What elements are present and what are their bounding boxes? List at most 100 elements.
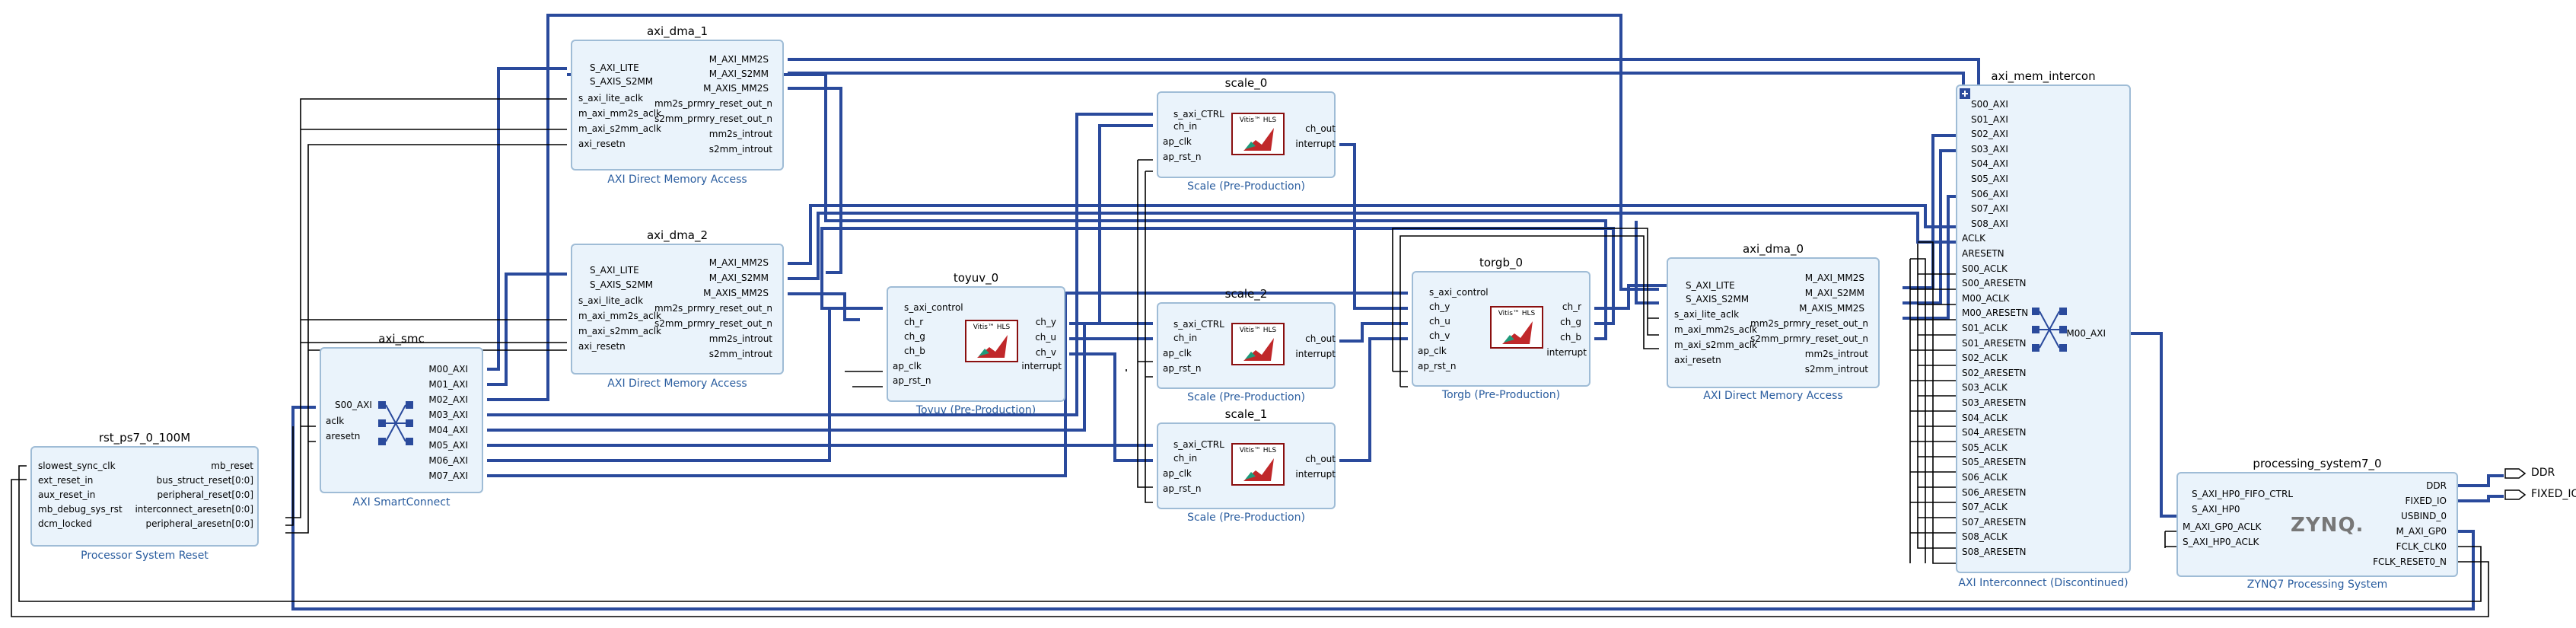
port-out[interactable]: USBIND_0 <box>2400 511 2447 521</box>
port-out[interactable]: mm2s_introut <box>1804 349 1868 359</box>
port-in[interactable]: aresetn <box>326 431 361 442</box>
port-in[interactable]: ch_g <box>904 331 925 342</box>
port-out[interactable]: bus_struct_reset[0:0] <box>156 475 253 486</box>
port-out[interactable]: interconnect_aresetn[0:0] <box>135 504 253 515</box>
port-in[interactable]: axi_resetn <box>578 341 626 352</box>
expand-icon[interactable] <box>1959 88 1971 100</box>
port-in[interactable]: m_axi_s2mm_aclk <box>578 123 661 134</box>
port-in[interactable]: s_axi_CTRL <box>1173 109 1224 120</box>
port-in[interactable]: S02_AXI <box>1971 129 2008 140</box>
port-in[interactable]: ch_in <box>1173 453 1198 464</box>
port-in[interactable]: S00_AXI <box>1971 99 2008 110</box>
port-out[interactable]: s2mm_introut <box>708 349 772 359</box>
port-in[interactable]: S08_ARESETN <box>1962 547 2027 557</box>
port-in[interactable]: S_AXI_LITE <box>590 265 639 276</box>
port-in[interactable]: S01_AXI <box>1971 113 2008 125</box>
port-in[interactable]: m_axi_s2mm_aclk <box>578 326 661 336</box>
port-in[interactable]: S04_AXI <box>1971 158 2008 170</box>
port-out[interactable]: ch_b <box>1560 332 1581 343</box>
port-in[interactable]: s_axi_lite_aclk <box>578 93 644 104</box>
port-in[interactable]: slowest_sync_clk <box>38 461 116 471</box>
port-in[interactable]: aux_reset_in <box>38 489 96 500</box>
port-out[interactable]: FCLK_CLK0 <box>2396 541 2447 552</box>
port-out[interactable]: s2mm_introut <box>708 144 772 155</box>
port-in[interactable]: ext_reset_in <box>38 475 94 486</box>
port-in[interactable]: S00_AXI <box>335 400 372 410</box>
port-out[interactable]: M05_AXI <box>428 440 468 451</box>
port-in[interactable]: s_axi_CTRL <box>1173 439 1224 450</box>
port-out[interactable]: interrupt <box>1295 349 1336 359</box>
port-in[interactable]: ch_y <box>1429 301 1450 312</box>
port-out[interactable]: M_AXIS_MM2S <box>703 83 769 94</box>
port-in[interactable]: S05_AXI <box>1971 174 2008 184</box>
port-in[interactable]: ap_rst_n <box>1418 361 1457 371</box>
port-in[interactable]: S02_ACLK <box>1962 352 2008 364</box>
port-in[interactable]: S08_AXI <box>1971 218 2008 229</box>
port-in[interactable]: ap_clk <box>1418 346 1447 356</box>
port-out[interactable]: ch_g <box>1560 317 1581 327</box>
port-in[interactable]: s_axi_control <box>904 302 963 313</box>
port-in[interactable]: S07_ACLK <box>1962 502 2008 513</box>
port-out[interactable]: M06_AXI <box>428 455 468 466</box>
port-in[interactable]: S06_ARESETN <box>1962 486 2027 498</box>
port-in[interactable]: S_AXIS_S2MM <box>590 76 654 87</box>
port-in[interactable]: ch_b <box>904 346 925 356</box>
port-in[interactable]: ap_rst_n <box>1163 483 1202 494</box>
port-in[interactable]: S02_ARESETN <box>1962 367 2027 378</box>
port-out[interactable]: M_AXIS_MM2S <box>1799 303 1864 314</box>
port-in[interactable]: ch_in <box>1173 333 1198 343</box>
port-in[interactable]: S_AXIS_S2MM <box>590 279 654 290</box>
port-in[interactable]: M00_ACLK <box>1962 292 2010 304</box>
port-in[interactable]: s_axi_lite_aclk <box>578 295 644 306</box>
port-out[interactable]: mm2s_prmry_reset_out_n <box>1750 318 1868 329</box>
port-in[interactable]: ap_rst_n <box>1163 363 1202 374</box>
port-in[interactable]: ap_clk <box>1163 348 1192 359</box>
port-in[interactable]: S00_ACLK <box>1962 263 2008 274</box>
port-in[interactable]: S03_ARESETN <box>1962 397 2027 408</box>
port-in[interactable]: S03_ACLK <box>1962 382 2008 394</box>
port-out[interactable]: M03_AXI <box>428 410 468 420</box>
port-in[interactable]: m_axi_mm2s_aclk <box>1674 324 1757 335</box>
port-in[interactable]: ap_rst_n <box>1163 151 1202 162</box>
port-in[interactable]: M_AXI_GP0_ACLK <box>2183 521 2262 532</box>
external-port-arrow-icon[interactable] <box>2504 489 2527 501</box>
port-out[interactable]: mm2s_introut <box>708 129 772 139</box>
port-out[interactable]: M00_AXI <box>428 364 468 375</box>
port-in[interactable]: S01_ACLK <box>1962 323 2008 333</box>
port-out[interactable]: M_AXIS_MM2S <box>703 288 769 298</box>
port-out[interactable]: interrupt <box>1295 469 1336 480</box>
port-out[interactable]: mm2s_prmry_reset_out_n <box>654 98 772 109</box>
port-in[interactable]: s_axi_CTRL <box>1173 319 1224 330</box>
port-in[interactable]: m_axi_s2mm_aclk <box>1674 340 1757 350</box>
port-out[interactable]: FCLK_RESET0_N <box>2373 556 2447 567</box>
port-out[interactable]: FIXED_IO <box>2405 496 2447 506</box>
port-out[interactable]: peripheral_aresetn[0:0] <box>145 518 253 529</box>
port-in[interactable]: S05_ARESETN <box>1962 457 2027 468</box>
port-out[interactable]: M02_AXI <box>428 394 468 405</box>
port-out[interactable]: interrupt <box>1295 139 1336 149</box>
port-in[interactable]: m_axi_mm2s_aclk <box>578 108 661 119</box>
port-out[interactable]: M_AXI_MM2S <box>708 54 769 65</box>
port-in[interactable]: mb_debug_sys_rst <box>38 504 123 515</box>
port-in[interactable]: s_axi_control <box>1429 287 1489 298</box>
port-in[interactable]: S_AXI_LITE <box>590 62 639 73</box>
port-out[interactable]: s2mm_prmry_reset_out_n <box>654 318 772 329</box>
port-out[interactable]: ch_r <box>1562 301 1581 312</box>
port-out[interactable]: ch_out <box>1305 123 1336 134</box>
port-out[interactable]: mb_reset <box>211 461 253 471</box>
port-out[interactable]: M00_AXI <box>2066 328 2106 339</box>
port-out[interactable]: mm2s_prmry_reset_out_n <box>654 303 772 314</box>
port-in[interactable]: axi_resetn <box>1674 355 1721 365</box>
block-body[interactable] <box>1667 257 1880 388</box>
port-in[interactable]: M00_ARESETN <box>1962 308 2029 319</box>
port-in[interactable]: S08_ACLK <box>1962 531 2008 543</box>
port-in[interactable]: ap_rst_n <box>893 375 931 386</box>
port-out[interactable]: ch_v <box>1035 347 1056 358</box>
port-in[interactable]: ARESETN <box>1962 248 2004 259</box>
external-port-arrow-icon[interactable] <box>2504 467 2527 480</box>
port-out[interactable]: M_AXI_S2MM <box>1804 288 1864 298</box>
port-in[interactable]: ch_r <box>904 317 924 327</box>
port-out[interactable]: ch_out <box>1305 333 1336 344</box>
port-in[interactable]: ch_in <box>1173 121 1198 132</box>
port-in[interactable]: S07_AXI <box>1971 203 2008 215</box>
